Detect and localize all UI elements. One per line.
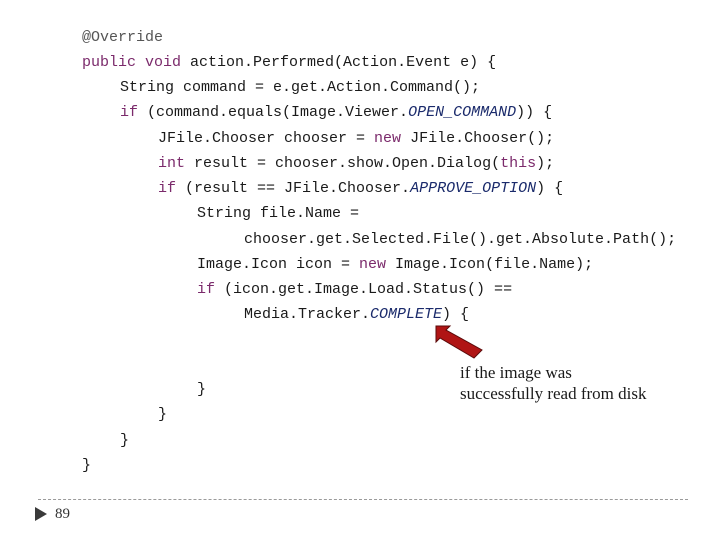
code-token: JFile.Chooser chooser =	[158, 130, 375, 147]
page-number: 89	[55, 506, 70, 522]
code-token: OPEN_COMMAND	[408, 104, 517, 121]
code-token: Media.Tracker.	[244, 306, 371, 323]
code-token: (icon.get.Image.Load.Status() ==	[215, 281, 513, 298]
code-line: if (command.equals(Image.Viewer.OPEN_COM…	[120, 104, 552, 122]
code-token: (command.equals(Image.Viewer.	[138, 104, 409, 121]
code-line: }	[158, 406, 167, 424]
code-token: ) {	[536, 180, 564, 197]
code-line: Image.Icon icon = new Image.Icon(file.Na…	[197, 256, 593, 274]
code-token: APPROVE_OPTION	[410, 180, 537, 197]
code-token: String file.Name =	[197, 205, 360, 222]
code-listing: @Override public void action.Performed(Ac…	[82, 29, 676, 475]
annotation-line: if the image was	[460, 363, 572, 382]
code-token: }	[197, 381, 207, 398]
code-line: Media.Tracker.COMPLETE) {	[244, 306, 469, 324]
footer-divider	[38, 499, 688, 500]
code-token: JFile.Chooser();	[401, 130, 555, 147]
code-token: if	[158, 180, 177, 197]
code-line: @Override	[82, 29, 163, 47]
annotation-line: successfully read from disk	[460, 384, 647, 403]
annotation-text: if the image was successfully read from …	[460, 362, 646, 404]
code-token: chooser.get.Selected.File().get.Absolute…	[244, 231, 677, 248]
code-line: }	[120, 432, 129, 450]
code-line: JFile.Chooser chooser = new JFile.Choose…	[158, 130, 554, 148]
red-arrow-icon	[435, 325, 483, 359]
code-line: chooser.get.Selected.File().get.Absolute…	[244, 231, 676, 249]
code-token: COMPLETE	[370, 306, 443, 323]
code-token: action.Performed(Action.Event e) {	[181, 54, 497, 71]
code-token: @Override	[82, 29, 164, 46]
code-line: }	[82, 457, 91, 475]
triangle-bullet-icon	[35, 507, 47, 521]
code-token: new	[359, 256, 387, 273]
code-token: int	[158, 155, 186, 172]
code-line: }	[197, 381, 206, 399]
code-token: }	[158, 406, 168, 423]
code-line: String file.Name =	[197, 205, 359, 223]
code-token: if	[197, 281, 216, 298]
code-token: new	[374, 130, 402, 147]
code-token: )) {	[516, 104, 553, 121]
code-line: int result = chooser.show.Open.Dialog(th…	[158, 155, 554, 173]
code-line: if (icon.get.Image.Load.Status() ==	[197, 281, 512, 299]
code-token: Image.Icon(file.Name);	[386, 256, 594, 273]
code-token: (result == JFile.Chooser.	[176, 180, 411, 197]
code-line: public void action.Performed(Action.Even…	[82, 54, 496, 72]
code-token: public void	[82, 54, 182, 71]
code-token: ) {	[442, 306, 470, 323]
code-token: Image.Icon icon =	[197, 256, 360, 273]
code-token: );	[536, 155, 555, 172]
code-token: this	[500, 155, 537, 172]
code-line: if (result == JFile.Chooser.APPROVE_OPTI…	[158, 180, 563, 198]
code-token: String command = e.get.Action.Command();	[120, 79, 481, 96]
code-token: result = chooser.show.Open.Dialog(	[185, 155, 501, 172]
code-token: if	[120, 104, 139, 121]
code-line: String command = e.get.Action.Command();	[120, 79, 480, 97]
code-token: }	[82, 457, 92, 474]
code-token: }	[120, 432, 130, 449]
